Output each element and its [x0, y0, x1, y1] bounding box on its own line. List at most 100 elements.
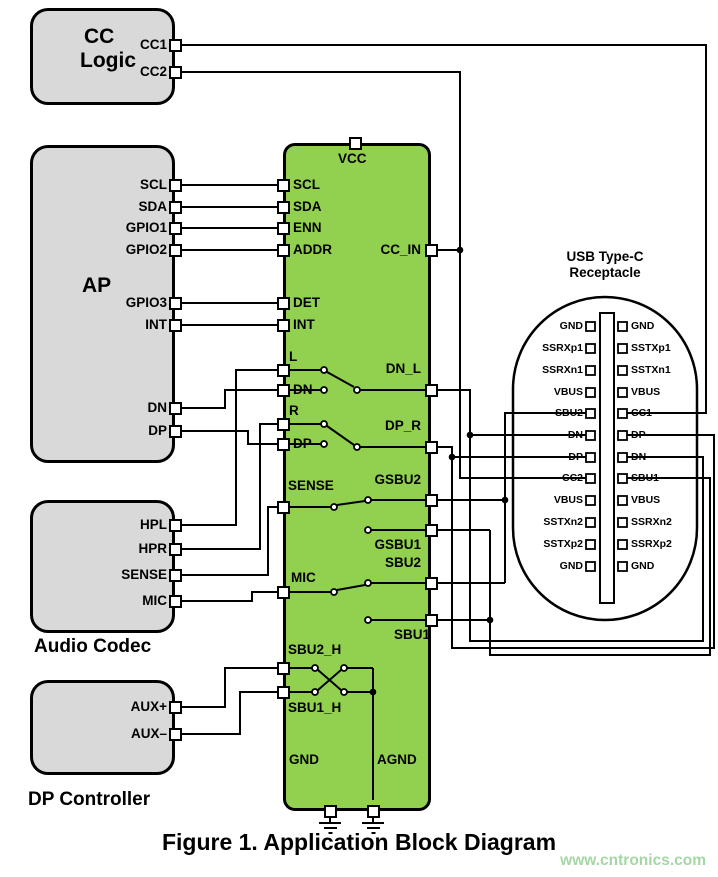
- chip-pin-dpr: DP_R: [384, 418, 421, 433]
- ap-title: AP: [82, 274, 112, 297]
- audio-codec-title: Audio Codec: [34, 636, 152, 657]
- chip-pin-sense: SENSE: [288, 478, 334, 493]
- switch-contact-circles: [311, 366, 372, 696]
- dpc-pin-aux-minus: AUX–: [130, 726, 167, 741]
- switch-mic-sbu: [289, 582, 426, 621]
- audio-pin-mic: MIC: [142, 593, 167, 608]
- ap-block: [30, 145, 175, 463]
- ground-symbol-agnd: [362, 817, 384, 834]
- chip-pin-int: INT: [293, 317, 315, 332]
- switch-sense-gsbu: [289, 499, 426, 531]
- ap-pin-dp: DP: [148, 423, 167, 438]
- switch-dp-r: [289, 423, 426, 448]
- cc-logic-pin-cc2: CC2: [139, 64, 167, 79]
- wire-dp-net: [437, 434, 715, 649]
- wire-cc2-ccin: [181, 71, 586, 479]
- wire-sense: [181, 506, 278, 576]
- audio-codec-block: [30, 500, 175, 633]
- audio-pin-hpl: HPL: [140, 517, 167, 532]
- wire-hpl: [181, 369, 278, 526]
- wire-sbu1-net: [437, 477, 711, 656]
- receptacle-pin-square: [617, 321, 628, 332]
- audio-pin-hpr: HPR: [138, 541, 167, 556]
- receptacle-pin-square: [585, 495, 596, 506]
- receptacle-pin-square: [585, 387, 596, 398]
- wire-cc1: [181, 44, 707, 414]
- wires-group: [181, 44, 715, 735]
- dpc-pin-aux-plus: AUX+: [130, 699, 167, 714]
- chip-pin-dn: DN: [293, 382, 313, 397]
- wire-dn-net: [437, 389, 704, 642]
- chip-pin-l: L: [289, 349, 298, 364]
- figure-caption: Figure 1. Application Block Diagram: [161, 829, 557, 855]
- chip-pin-gsbu2: GSBU2: [374, 472, 421, 487]
- switch-dn-l: [289, 369, 426, 391]
- pin-squares: [169, 39, 438, 818]
- ap-pin-scl: SCL: [140, 177, 167, 192]
- receptacle-pin-square: [585, 408, 596, 419]
- junction-dots: [369, 246, 509, 696]
- cc-logic-title-line2: Logic: [80, 49, 136, 72]
- audio-pin-sense: SENSE: [121, 567, 167, 582]
- receptacle-pin-square: [617, 365, 628, 376]
- chip-pin-det: DET: [293, 295, 320, 310]
- ap-pin-int: INT: [145, 317, 167, 332]
- watermark: www.cntronics.com: [560, 852, 706, 869]
- receptacle-pin-square: [585, 517, 596, 528]
- receptacle-pin-square: [617, 473, 628, 484]
- receptacle-tongue: [599, 312, 615, 604]
- receptacle-title-line2: Receptacle: [569, 265, 641, 280]
- dp-controller-block: [30, 680, 175, 775]
- ap-pin-sda: SDA: [138, 199, 167, 214]
- receptacle-pin-square: [585, 321, 596, 332]
- ap-pin-gpio3: GPIO3: [125, 295, 167, 310]
- receptacle-pin-square: [617, 452, 628, 463]
- usb-receptacle-shape: [511, 295, 699, 622]
- chip-pin-agnd: AGND: [377, 752, 417, 767]
- receptacle-pin-square: [585, 473, 596, 484]
- receptacle-title-line1: USB Type-C: [566, 249, 644, 264]
- receptacle-pin-square: [585, 539, 596, 550]
- chip-pin-dnl: DN_L: [385, 361, 421, 376]
- receptacle-pin-square: [617, 430, 628, 441]
- receptacle-pin-square: [585, 452, 596, 463]
- receptacle-pin-square: [617, 343, 628, 354]
- switch-sbu-h-cross: [289, 667, 374, 800]
- receptacle-pin-square: [617, 517, 628, 528]
- receptacle-pin-square: [617, 539, 628, 550]
- wire-mic: [181, 591, 278, 602]
- chip-internal-switches: [289, 369, 426, 834]
- receptacle-pin-square: [617, 495, 628, 506]
- audio-usb-switch-chip: [283, 143, 431, 811]
- chip-pin-gsbu1: GSBU1: [374, 537, 421, 552]
- chip-pin-sbu1h: SBU1_H: [288, 700, 342, 715]
- receptacle-pin-square: [585, 430, 596, 441]
- wire-aux-minus: [181, 691, 278, 735]
- wire-aux-plus: [181, 667, 278, 708]
- receptacle-pin-square: [617, 387, 628, 398]
- chip-pin-gnd: GND: [289, 752, 319, 767]
- receptacle-pin-square: [585, 343, 596, 354]
- ap-pin-gpio1: GPIO1: [125, 220, 167, 235]
- ap-pin-gpio2: GPIO2: [125, 242, 167, 257]
- chip-pin-ccin: CC_IN: [380, 242, 421, 257]
- ap-pin-dn: DN: [147, 400, 168, 415]
- chip-pin-enn: ENN: [293, 220, 322, 235]
- chip-pin-sbu1: SBU1: [393, 627, 430, 642]
- chip-pin-sbu2: SBU2: [384, 555, 421, 570]
- wire-ap-dn: [181, 389, 278, 409]
- receptacle-pin-square: [617, 561, 628, 572]
- cc-logic-block: [30, 8, 175, 105]
- wire-ap-dp: [181, 430, 278, 445]
- cc-logic-pin-cc1: CC1: [139, 37, 167, 52]
- chip-pin-sda: SDA: [293, 199, 322, 214]
- chip-pin-vcc: VCC: [338, 151, 367, 166]
- chip-pin-dp: DP: [293, 436, 312, 451]
- chip-pin-addr: ADDR: [293, 242, 332, 257]
- chip-pin-r: R: [289, 403, 299, 418]
- ground-symbol-gnd: [319, 817, 341, 834]
- cc-logic-title-line1: CC: [84, 25, 115, 48]
- chip-pin-sbu2h: SBU2_H: [288, 642, 342, 657]
